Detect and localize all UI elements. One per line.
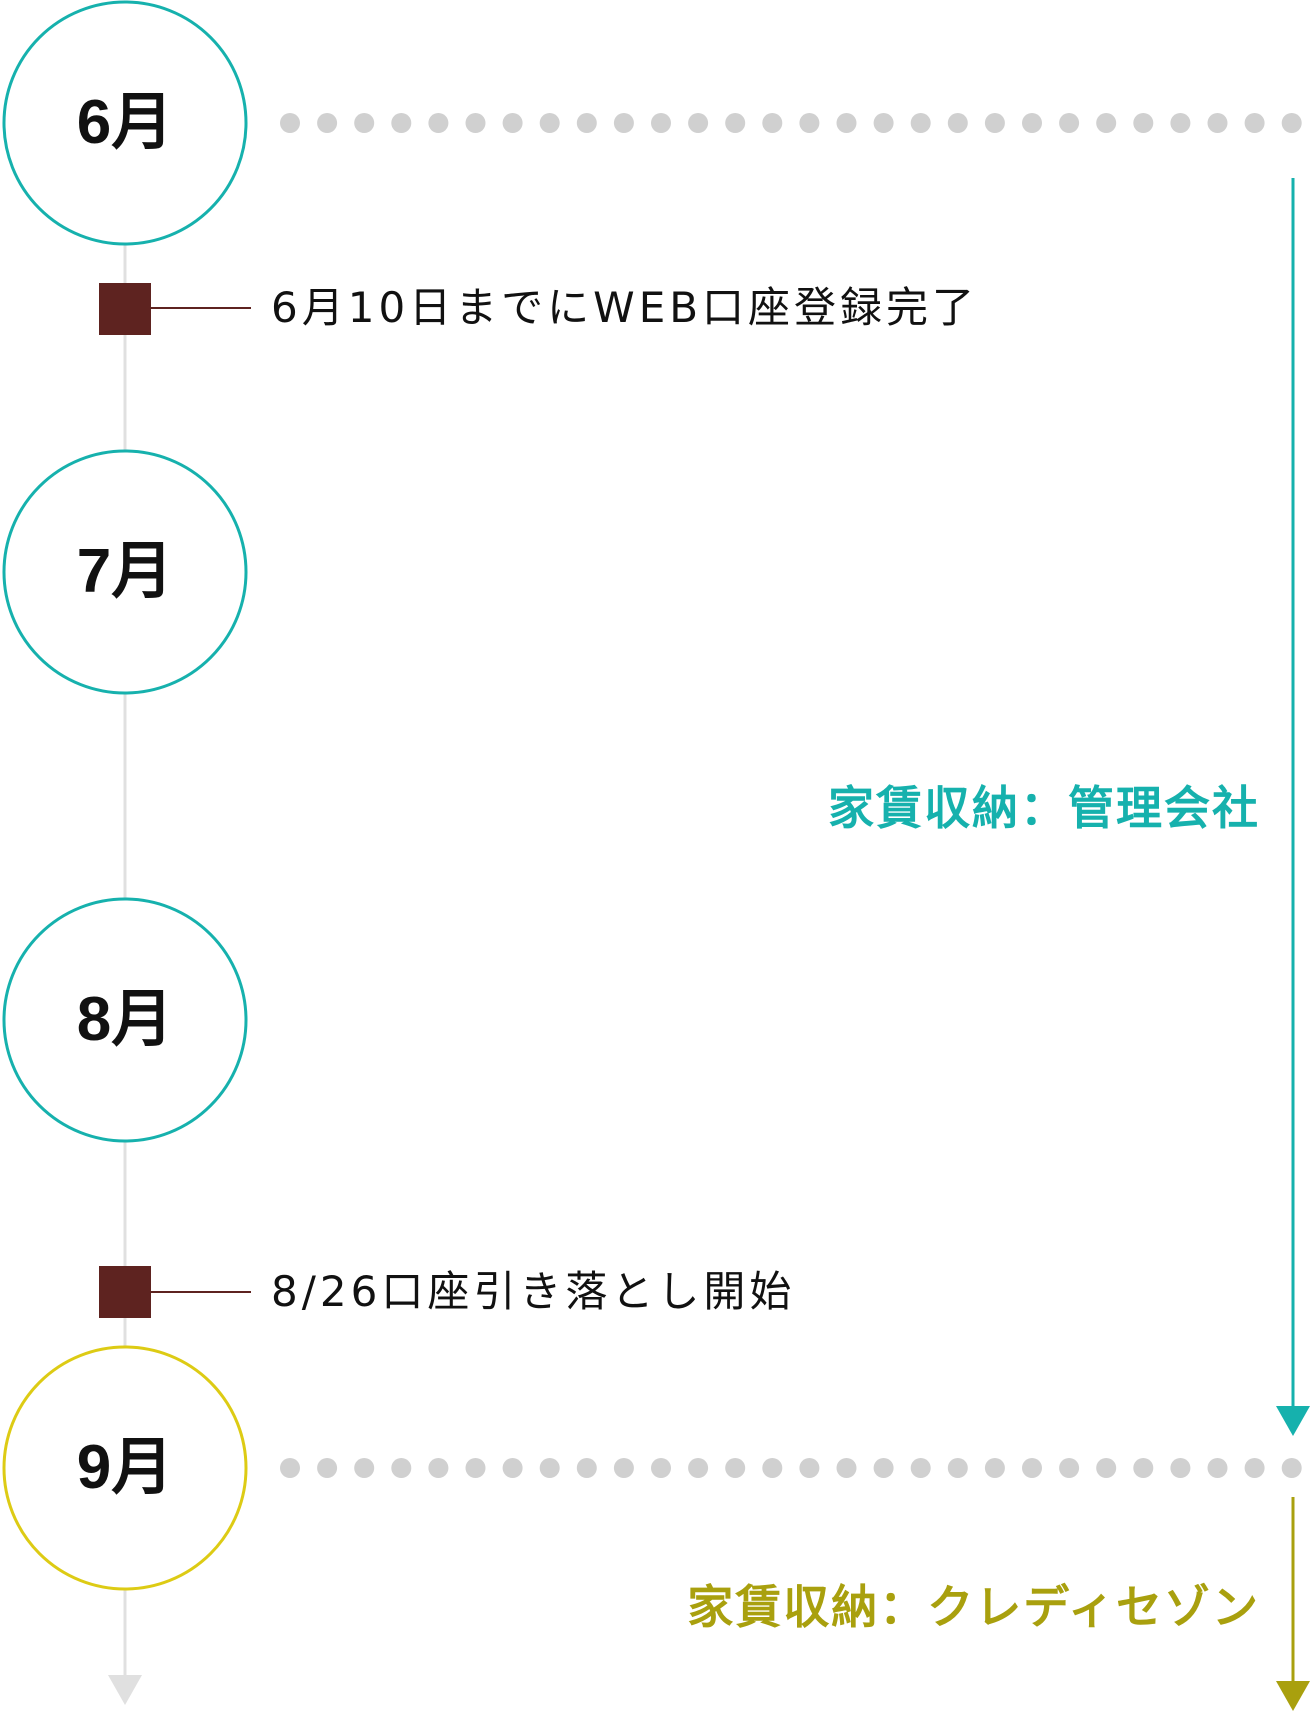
separator-dot [1022, 113, 1042, 133]
circle-june [2, 0, 248, 246]
separator-dot [502, 113, 523, 133]
separator-dot [539, 113, 560, 133]
separator-dot [762, 113, 783, 133]
circle-july [2, 449, 248, 695]
separator-dot [910, 1458, 931, 1478]
separator-dot [391, 113, 412, 133]
circle-august [2, 897, 248, 1143]
timeline-arrow-icon [108, 1675, 142, 1705]
separator-dot [576, 113, 597, 133]
separator-dot [354, 1458, 375, 1478]
separator-dot [836, 113, 857, 133]
circle-september [2, 1345, 248, 1591]
separator-dot [280, 1458, 300, 1478]
month-august: 8月 [76, 985, 174, 1054]
separator-dot [1059, 1458, 1080, 1478]
event-debit-start: 8/26口座引き落とし開始 [271, 1267, 796, 1316]
separator-dot [1096, 1458, 1117, 1478]
separator-dot [1281, 1458, 1302, 1478]
separator-dot [465, 1458, 486, 1478]
separator-dot [1207, 113, 1228, 133]
separator-dot [984, 113, 1005, 133]
separator-dot [539, 1458, 560, 1478]
separator-dot [762, 1458, 783, 1478]
separator-dot [1244, 1458, 1265, 1478]
label-credit-saison: 家賃収納：クレディセゾン [687, 1580, 1260, 1634]
separator-dot [613, 1458, 634, 1478]
separator-dot [836, 1458, 857, 1478]
saison-arrow-icon [1276, 1681, 1310, 1711]
separator-dot [317, 1458, 338, 1478]
month-june: 6月 [76, 88, 174, 157]
separator-dot [613, 113, 634, 133]
separator-dot [1244, 113, 1265, 133]
separator-dot [1133, 113, 1154, 133]
separator-dot [725, 113, 746, 133]
separator-dot [1096, 113, 1117, 133]
separator-dot [910, 113, 931, 133]
separator-dot [502, 1458, 523, 1478]
separator-dot [799, 1458, 820, 1478]
separator-dot [1022, 1458, 1042, 1478]
separator-dot [651, 113, 671, 133]
separator-dot [873, 1458, 894, 1478]
management-arrow-icon [1276, 1406, 1310, 1436]
separator-dot [1170, 1458, 1191, 1478]
separator-dot [391, 1458, 412, 1478]
separator-dot [280, 113, 300, 133]
separator-dot [1059, 113, 1080, 133]
separator-dot [725, 1458, 746, 1478]
separator-dot [465, 113, 486, 133]
separator-dot [428, 1458, 449, 1478]
event-web-registration: 6月10日までにWEB口座登録完了 [271, 283, 979, 332]
separator-dot [354, 113, 375, 133]
dotted-separators [280, 113, 1302, 1478]
separator-dot [651, 1458, 671, 1478]
event-marker-2 [99, 1266, 151, 1318]
separator-dot [1281, 113, 1302, 133]
separator-dot [947, 113, 968, 133]
separator-dot [947, 1458, 968, 1478]
separator-dot [688, 113, 709, 133]
separator-dot [688, 1458, 709, 1478]
separator-dot [428, 113, 449, 133]
month-september: 9月 [76, 1433, 174, 1502]
separator-dot [984, 1458, 1005, 1478]
month-july: 7月 [76, 537, 174, 606]
separator-dot [1170, 113, 1191, 133]
label-management-company: 家賃収納：管理会社 [828, 781, 1260, 835]
separator-dot [873, 113, 894, 133]
separator-dot [317, 113, 338, 133]
separator-dot [1207, 1458, 1228, 1478]
event-marker-1 [99, 283, 151, 335]
separator-dot [1133, 1458, 1154, 1478]
separator-dot [576, 1458, 597, 1478]
separator-dot [799, 113, 820, 133]
